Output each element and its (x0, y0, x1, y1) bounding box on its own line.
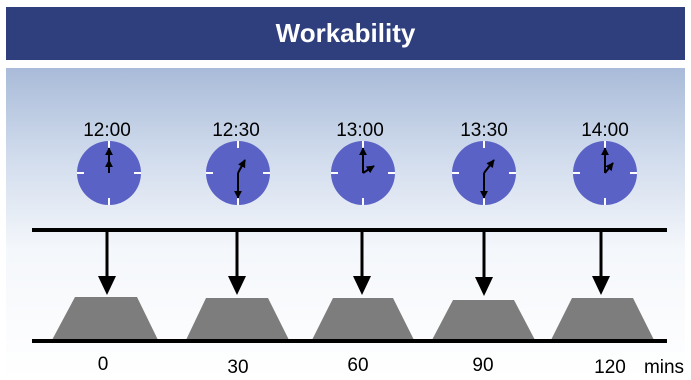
clock-icon-1300 (331, 141, 395, 205)
down-arrow-90 (475, 232, 493, 296)
clock-icon-1200 (77, 141, 141, 205)
down-arrow-120 (592, 232, 610, 295)
down-arrow-60 (353, 232, 371, 295)
unit-label: mins (644, 357, 684, 378)
slump-cone-0 (52, 297, 158, 340)
slump-cone-30 (186, 298, 289, 340)
time-label-1400: 14:00 (581, 120, 629, 141)
clock-icon-1400 (573, 141, 637, 205)
clock-icon-1330 (452, 141, 516, 205)
minutes-label-90: 90 (472, 355, 493, 376)
clock-icon-1230 (206, 141, 270, 205)
slump-cone-90 (432, 300, 535, 340)
time-label-1330: 13:30 (460, 120, 508, 141)
minutes-label-60: 60 (347, 355, 368, 376)
time-label-1200: 12:00 (83, 120, 131, 141)
page-title: Workability (275, 18, 416, 48)
time-label-1230: 12:30 (212, 120, 260, 141)
minutes-label-120: 120 (594, 357, 626, 378)
minutes-label-0: 0 (98, 354, 109, 375)
down-arrow-30 (228, 232, 246, 295)
time-label-1300: 13:00 (336, 120, 384, 141)
slump-cone-120 (551, 298, 654, 340)
slump-cone-60 (312, 298, 414, 340)
title-banner: Workability (6, 7, 685, 60)
down-arrow-0 (98, 232, 116, 295)
minutes-label-30: 30 (227, 357, 248, 378)
